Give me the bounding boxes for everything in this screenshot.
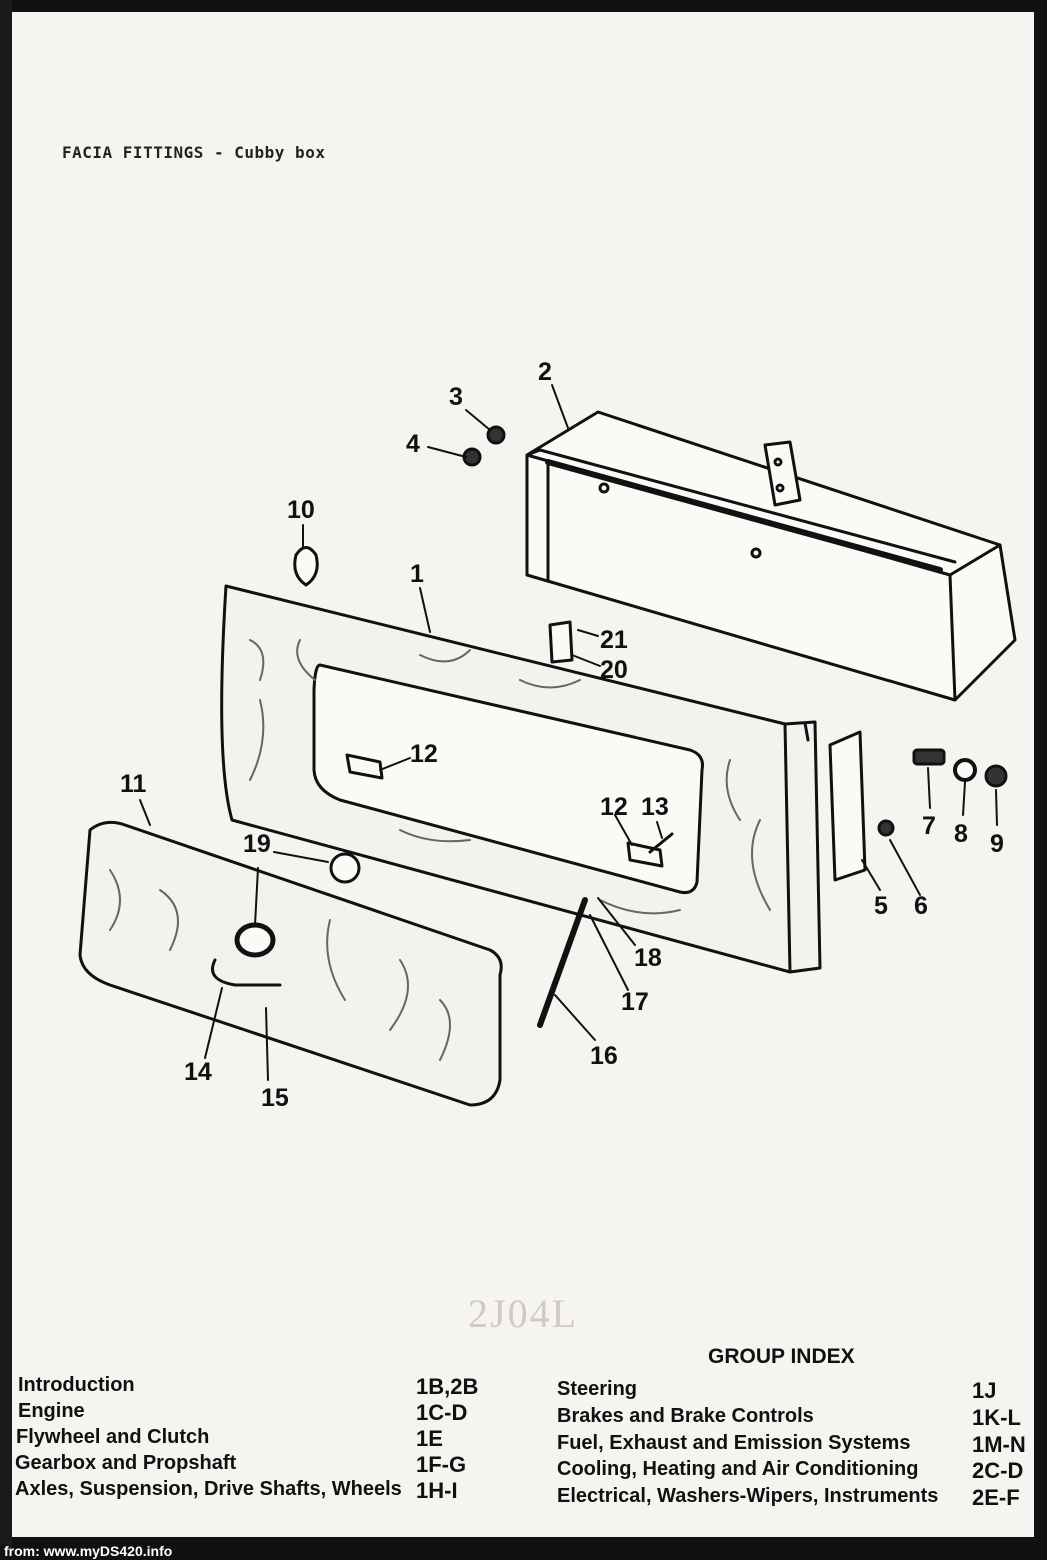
callout-5: 5 xyxy=(874,892,888,920)
handwritten-reference: 2J04L xyxy=(468,1291,578,1336)
exploded-parts-diagram: 1 2 3 4 5 6 7 8 9 10 11 12 12 13 14 15 1… xyxy=(78,358,1017,1112)
index-code-steering: 1J xyxy=(972,1378,997,1403)
callout-20: 20 xyxy=(600,656,628,684)
bracket-part-5 xyxy=(828,730,867,882)
index-label-flywheel: Flywheel and Clutch xyxy=(16,1426,210,1448)
cubby-box-part-2 xyxy=(525,410,1017,702)
callout-12-upper: 12 xyxy=(410,740,438,768)
callout-7: 7 xyxy=(922,812,936,840)
callout-12-lower: 12 xyxy=(600,793,628,821)
index-label-axles: Axles, Suspension, Drive Shafts, Wheels xyxy=(15,1478,402,1500)
index-code-engine: 1C-D xyxy=(416,1400,468,1425)
callout-14: 14 xyxy=(184,1058,212,1086)
bracket-part-20 xyxy=(548,620,574,664)
index-label-fuel: Fuel, Exhaust and Emission Systems xyxy=(557,1432,911,1454)
callout-18: 18 xyxy=(634,944,662,972)
callout-17: 17 xyxy=(621,988,649,1016)
index-label-introduction: Introduction xyxy=(18,1374,135,1396)
screw-part-3 xyxy=(486,425,506,445)
callout-9: 9 xyxy=(990,830,1004,858)
callout-labels: 1 2 3 4 5 6 7 8 9 10 11 12 12 13 14 15 1… xyxy=(120,358,1004,1112)
callout-1: 1 xyxy=(410,560,424,588)
fastener-part-10 xyxy=(293,546,319,587)
page-title: FACIA FITTINGS - Cubby box xyxy=(62,143,326,162)
callout-21: 21 xyxy=(600,626,628,654)
callout-19: 19 xyxy=(243,830,271,858)
callout-16: 16 xyxy=(590,1042,618,1070)
source-footer: from: www.myDS420.info xyxy=(4,1543,173,1559)
lock-part-19 xyxy=(329,852,361,884)
page-left-border xyxy=(0,0,12,1545)
callout-4: 4 xyxy=(406,430,420,458)
index-label-steering: Steering xyxy=(557,1378,638,1400)
screw-part-6 xyxy=(877,819,895,837)
callout-8: 8 xyxy=(954,820,968,848)
callout-10: 10 xyxy=(287,496,315,524)
callout-11: 11 xyxy=(120,770,147,798)
index-label-cooling: Cooling, Heating and Air Conditioning xyxy=(557,1458,919,1480)
callout-6: 6 xyxy=(914,892,928,920)
washer-part-8 xyxy=(953,758,977,782)
nut-part-9 xyxy=(984,764,1008,788)
index-code-axles: 1H-I xyxy=(416,1478,458,1503)
callout-2: 2 xyxy=(538,358,552,386)
facia-panel-part-1 xyxy=(220,584,822,974)
index-label-engine: Engine xyxy=(18,1400,85,1422)
stay-part-16 xyxy=(537,897,588,1028)
index-label-gearbox: Gearbox and Propshaft xyxy=(15,1452,237,1474)
index-code-introduction: 1B,2B xyxy=(416,1374,479,1399)
group-index-title: GROUP INDEX xyxy=(708,1345,855,1368)
index-code-brakes: 1K-L xyxy=(972,1405,1021,1430)
index-label-electrical: Electrical, Washers-Wipers, Instruments xyxy=(557,1485,939,1507)
index-code-gearbox: 1F-G xyxy=(416,1452,467,1477)
index-code-flywheel: 1E xyxy=(416,1426,443,1451)
index-code-cooling: 2C-D xyxy=(972,1458,1024,1483)
bolt-part-7 xyxy=(912,748,946,766)
lid-part-11 xyxy=(78,820,503,1107)
index-code-electrical: 2E-F xyxy=(972,1485,1020,1510)
callout-13: 13 xyxy=(641,793,669,821)
callout-15: 15 xyxy=(261,1084,289,1112)
callout-3: 3 xyxy=(449,383,463,411)
index-label-brakes: Brakes and Brake Controls xyxy=(557,1405,814,1427)
index-code-fuel: 1M-N xyxy=(972,1432,1026,1457)
